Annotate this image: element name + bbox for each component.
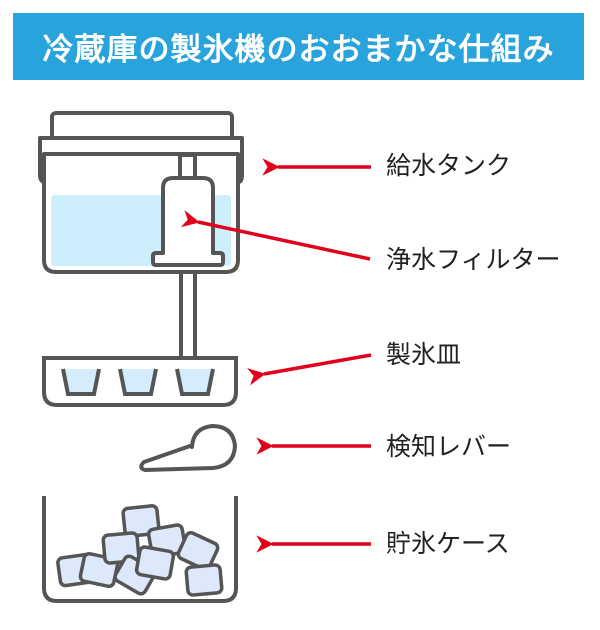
label-water-tank: 給水タンク (386, 151, 512, 180)
label-detection-lever: 検知レバー (386, 432, 512, 461)
arrow-ice-tray (246, 353, 372, 386)
detection-lever (139, 424, 237, 472)
water-tank (38, 111, 244, 274)
tray-cups (61, 368, 215, 396)
case-outline (42, 496, 238, 603)
arrow-water-filter (180, 210, 371, 261)
ice-cubes (56, 504, 224, 597)
ice-storage-case (42, 496, 238, 603)
filter-stem (178, 153, 197, 181)
water-pipe (179, 270, 197, 362)
title-banner: 冷蔵庫の製氷機のおおまかな仕組み (13, 13, 584, 80)
label-ice-tray: 製氷皿 (386, 340, 462, 369)
pointer-arrows (180, 158, 372, 553)
label-ice-storage-case: 貯氷ケース (386, 529, 510, 558)
water-filter (151, 176, 225, 267)
page-title: 冷蔵庫の製氷機のおおまかな仕組み (42, 32, 555, 68)
label-water-filter: 浄水フィルター (386, 245, 561, 274)
ice-tray (42, 356, 238, 407)
